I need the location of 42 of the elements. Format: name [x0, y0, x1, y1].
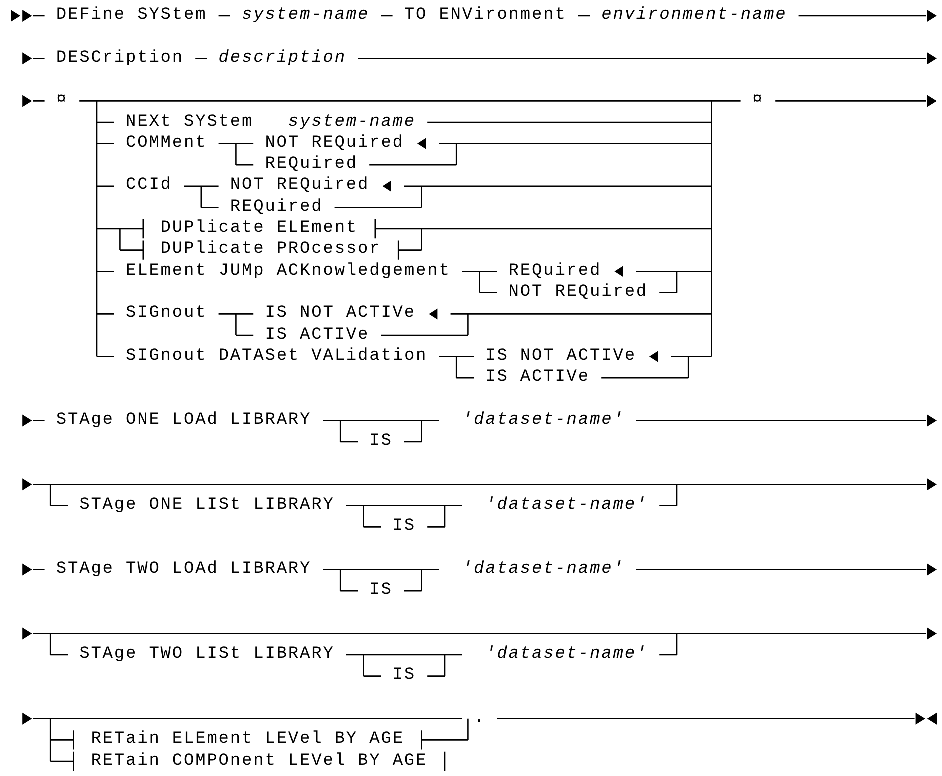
variable-name: 'dataset-name' — [486, 645, 648, 665]
syntax-keyword: REQuired — [230, 198, 324, 218]
variable-name: 'dataset-name' — [462, 560, 625, 580]
syntax-keyword: REQuired — [265, 155, 358, 176]
syntax-keyword: IS ACTIVe — [486, 368, 590, 388]
variable-name: 'dataset-name' — [462, 410, 625, 431]
syntax-keyword: DUPlicate PROcessor — [160, 240, 382, 260]
variable-name: system-name — [288, 112, 416, 132]
variable-name: environment-name — [602, 6, 788, 26]
syntax-keyword: NOT REQuired — [265, 134, 404, 154]
syntax-keyword: IS — [392, 517, 416, 538]
syntax-keyword: REQuired — [508, 262, 602, 282]
syntax-keyword: IS — [392, 666, 416, 686]
syntax-keyword: STAge ONE LISt LIBRARY — [80, 496, 335, 516]
syntax-keyword: CCId — [126, 176, 172, 196]
separator-symbol: ¤ — [752, 91, 764, 112]
syntax-keyword: COMMent — [126, 134, 208, 154]
syntax-keyword: RETain COMPOnent LEVel BY AGE — [91, 752, 428, 772]
syntax-keyword: SIGnout DATASet VALidation — [126, 346, 428, 367]
separator-symbol: ¤ — [56, 91, 68, 112]
variable-name: system-name — [242, 6, 370, 26]
variable-name: description — [218, 48, 346, 69]
syntax-keyword: IS — [370, 432, 393, 452]
syntax-keyword: STAge ONE LOAd LIBRARY — [56, 410, 312, 431]
syntax-keyword: TO ENVironment — [404, 6, 567, 26]
syntax-keyword: NEXt SYStem — [126, 112, 254, 132]
syntax-keyword: RETain ELEment LEVel BY AGE — [91, 730, 404, 750]
statement-terminator: . — [474, 708, 486, 729]
syntax-keyword: IS NOT ACTIVe — [486, 346, 636, 367]
syntax-keyword: DEFine SYStem — [56, 6, 208, 26]
syntax-keyword: IS ACTIVe — [265, 326, 370, 346]
syntax-keyword: SIGnout — [126, 304, 208, 324]
syntax-keyword: DUPlicate ELEment — [160, 219, 358, 239]
syntax-keyword: IS — [370, 581, 393, 602]
syntax-keyword: DESCription — [56, 48, 184, 69]
syntax-keyword: STAge TWO LOAd LIBRARY — [56, 560, 312, 580]
variable-name: 'dataset-name' — [486, 496, 648, 516]
syntax-keyword: IS NOT ACTIVe — [265, 304, 416, 324]
syntax-keyword: NOT REQuired — [508, 282, 648, 303]
syntax-keyword: NOT REQuired — [230, 176, 370, 196]
syntax-keyword: STAge TWO LISt LIBRARY — [80, 645, 335, 665]
syntax-keyword: ELEment JUMp ACKnowledgement — [126, 262, 451, 282]
